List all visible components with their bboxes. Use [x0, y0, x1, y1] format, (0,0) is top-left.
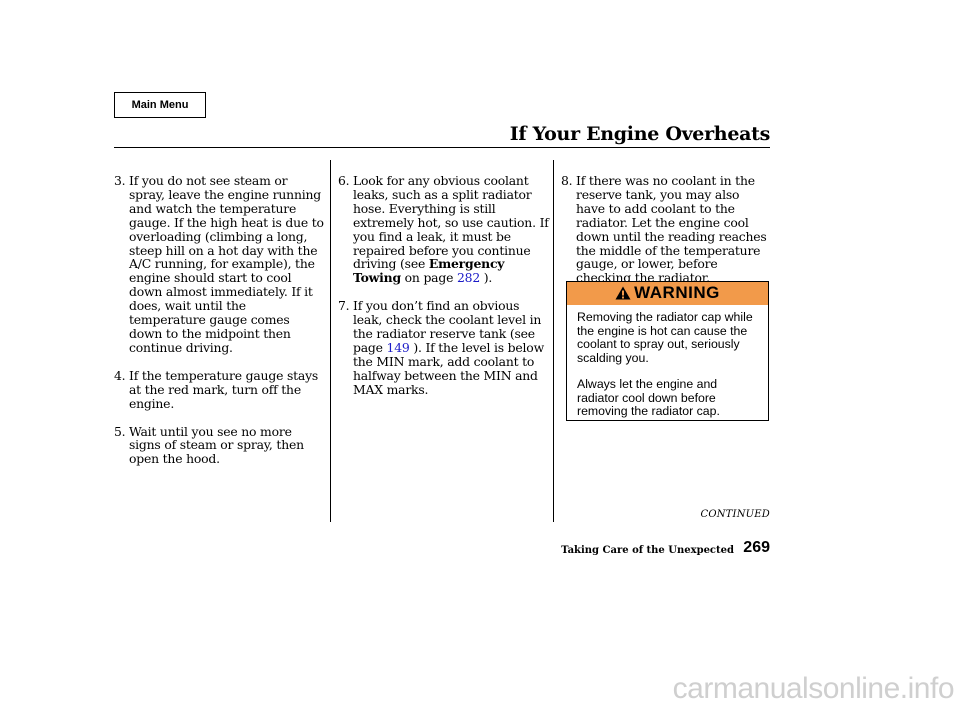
- step-8: 8.If there was no coolant in the reserve…: [561, 173, 767, 286]
- column-2: 6.Look for any obvious coolant leaks, su…: [338, 174, 550, 397]
- footer-section-title: Taking Care of the Unexpected: [561, 545, 734, 556]
- main-menu-button[interactable]: Main Menu: [114, 92, 206, 118]
- step-7: 7.If you don’t find an obvious leak, che…: [338, 298, 544, 397]
- step-3: 3.If you do not see steam or spray, leav…: [114, 173, 324, 355]
- emergency-towing-ref: Emergency Towing: [353, 256, 505, 286]
- warning-paragraph: Always let the engine and radiator cool …: [577, 377, 720, 418]
- warning-triangle-icon: [615, 286, 631, 300]
- warning-paragraph: Removing the radiator cap while the engi…: [577, 310, 753, 365]
- column-3: 8.If there was no coolant in the reserve…: [561, 174, 771, 285]
- page-link-149[interactable]: 149: [386, 339, 410, 355]
- step-6: 6.Look for any obvious coolant leaks, su…: [338, 173, 549, 286]
- warning-label: WARNING: [634, 283, 720, 302]
- column-divider: [330, 160, 331, 522]
- step-5: 5.Wait until you see no more signs of st…: [114, 423, 304, 467]
- page-title: If Your Engine Overheats: [509, 123, 771, 145]
- page-number: 269: [743, 539, 770, 556]
- watermark: carmanualsonline.info: [672, 672, 955, 705]
- continued-label: CONTINUED: [700, 509, 770, 520]
- page-link-282[interactable]: 282: [456, 270, 481, 286]
- column-divider: [553, 160, 554, 522]
- header-rule: [114, 147, 770, 148]
- step-4: 4.If the temperature gauge stays at the …: [114, 367, 319, 411]
- column-1: 3.If you do not see steam or spray, leav…: [114, 174, 324, 466]
- warning-header: WARNING: [567, 282, 768, 305]
- warning-box: WARNING Removing the radiator cap while …: [566, 281, 769, 421]
